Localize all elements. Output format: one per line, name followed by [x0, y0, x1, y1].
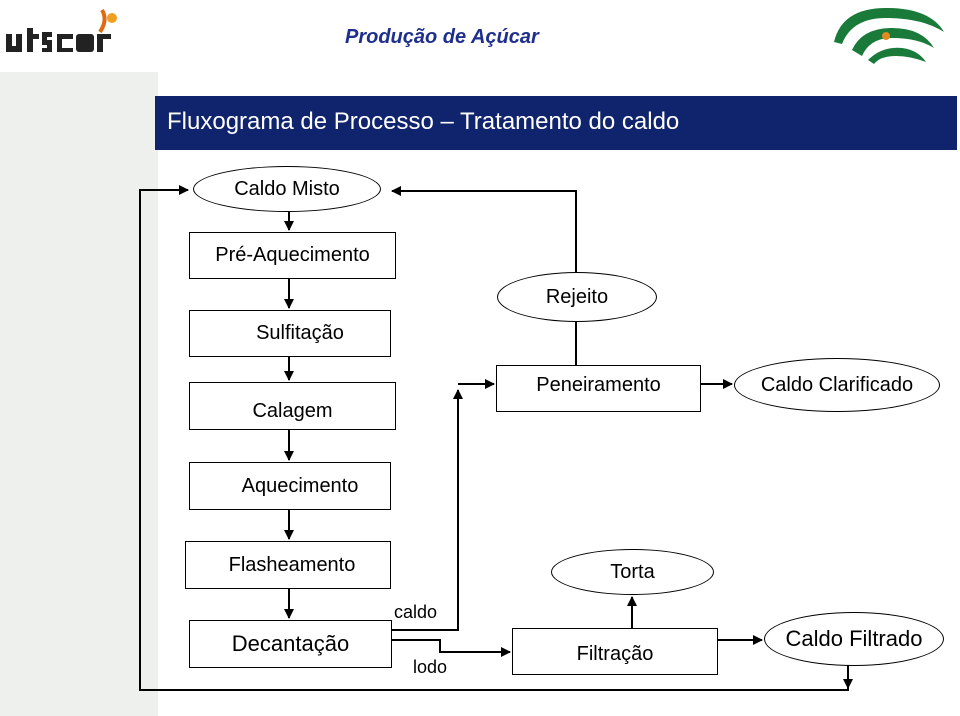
node-aquecimento: Aquecimento: [189, 462, 391, 510]
node-caldo-clarificado: Caldo Clarificado: [734, 358, 940, 412]
slide-title-bar: Fluxograma de Processo – Tratamento do c…: [155, 96, 957, 150]
edge-label-lodo: lodo: [413, 657, 448, 677]
header-title: Produção de Açúcar: [345, 26, 539, 48]
ufscar-logo: [2, 4, 142, 70]
institution-logo: [822, 2, 954, 70]
node-decantacao: Decantação: [189, 620, 392, 668]
node-calagem: Calagem: [189, 382, 396, 430]
arrow-decant-filtracao: [392, 639, 511, 657]
node-flasheamento: Flasheamento: [185, 541, 391, 589]
edge-label-caldo: caldo: [394, 602, 438, 622]
node-filtracao: Filtração: [512, 628, 718, 675]
node-caldo-filtrado: Caldo Filtrado: [764, 612, 944, 666]
node-rejeito: Rejeito: [497, 272, 657, 322]
node-caldo-misto: Caldo Misto: [193, 166, 381, 212]
node-peneiramento: Peneiramento: [496, 365, 701, 412]
node-torta: Torta: [551, 549, 714, 595]
arrow-rejeito-misto: [391, 186, 577, 272]
arrow-decant-peneira: [392, 389, 463, 631]
node-sulfitacao: Sulfitação: [189, 310, 391, 357]
node-pre-aquecimento: Pré-Aquecimento: [189, 232, 396, 279]
side-strip: [0, 0, 158, 716]
slide-title: Fluxograma de Processo – Tratamento do c…: [167, 108, 680, 135]
header-band: [0, 0, 960, 72]
